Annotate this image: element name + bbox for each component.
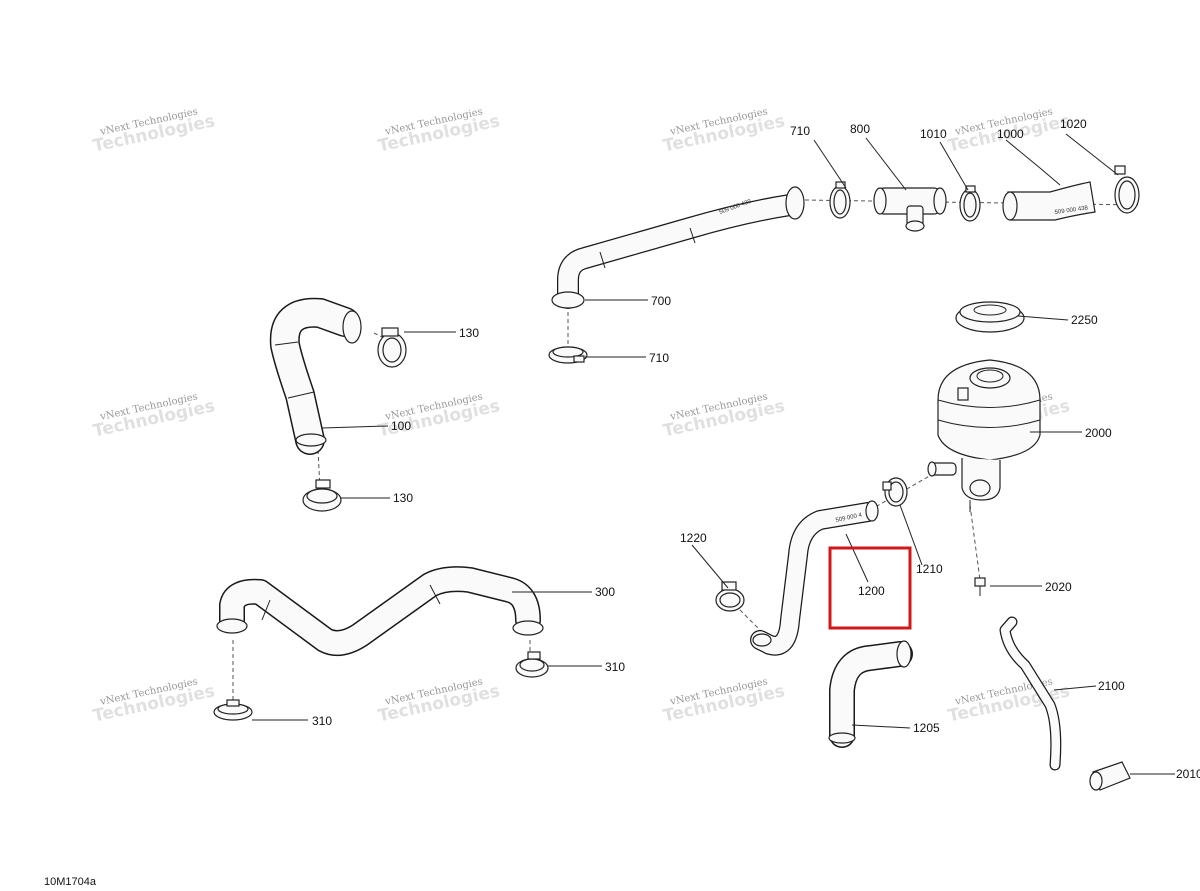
callout-300[interactable]: 300 bbox=[595, 585, 615, 599]
clamp-310-right[interactable] bbox=[515, 651, 549, 678]
clamp-1210[interactable] bbox=[882, 477, 908, 507]
clamp-130-lower[interactable] bbox=[302, 479, 342, 512]
hose-1200[interactable]: 509 000 4 bbox=[750, 500, 879, 656]
callout-710[interactable]: 710 bbox=[790, 124, 810, 138]
hose-300[interactable] bbox=[216, 566, 544, 657]
hose-700[interactable]: 509 000 439 bbox=[551, 186, 805, 309]
callout-310-left[interactable]: 310 bbox=[312, 714, 332, 728]
callout-310-right[interactable]: 310 bbox=[605, 660, 625, 674]
callout-1010[interactable]: 1010 bbox=[920, 127, 947, 141]
callout-100[interactable]: 100 bbox=[391, 419, 411, 433]
callout-1200[interactable]: 1200 bbox=[858, 584, 885, 598]
leader-lines bbox=[252, 133, 1175, 775]
callout-130-lower[interactable]: 130 bbox=[393, 491, 413, 505]
hose-1205[interactable] bbox=[828, 640, 913, 748]
highlight-box bbox=[828, 546, 912, 630]
figure-id: 10M1704a bbox=[44, 876, 96, 888]
clamp-130-upper[interactable] bbox=[377, 327, 407, 368]
callout-700[interactable]: 700 bbox=[651, 294, 671, 308]
clamp-710-top[interactable] bbox=[829, 181, 851, 219]
callout-2100[interactable]: 2100 bbox=[1098, 679, 1125, 693]
clamp-310-left[interactable] bbox=[213, 699, 253, 721]
clamp-1010[interactable] bbox=[959, 185, 981, 222]
expansion-tank-2000[interactable] bbox=[927, 359, 1041, 512]
connector-2010[interactable] bbox=[1089, 761, 1131, 791]
hose-2100[interactable] bbox=[999, 616, 1062, 771]
callout-710-lower[interactable]: 710 bbox=[649, 351, 669, 365]
part-stamp-1000: 509 000 438 bbox=[1054, 205, 1089, 216]
clamp-1220[interactable] bbox=[715, 581, 745, 612]
callout-2000[interactable]: 2000 bbox=[1085, 426, 1112, 440]
callout-2020[interactable]: 2020 bbox=[1045, 580, 1072, 594]
callout-800[interactable]: 800 bbox=[850, 122, 870, 136]
callout-1220[interactable]: 1220 bbox=[680, 531, 707, 545]
callout-130-upper[interactable]: 130 bbox=[459, 326, 479, 340]
hose-100[interactable] bbox=[269, 297, 362, 455]
callout-labels: 710 800 1010 1000 1020 700 710 130 100 1… bbox=[312, 117, 1200, 781]
hose-1000[interactable]: 509 000 438 bbox=[1002, 181, 1096, 221]
callout-1020[interactable]: 1020 bbox=[1060, 117, 1087, 131]
callout-1205[interactable]: 1205 bbox=[913, 721, 940, 735]
t-fitting-800[interactable] bbox=[873, 187, 947, 232]
bolt-2020[interactable] bbox=[974, 577, 986, 596]
pressure-cap-2250[interactable] bbox=[955, 301, 1025, 333]
callout-1000[interactable]: 1000 bbox=[997, 127, 1024, 141]
part-stamp-1200: 509 000 4 bbox=[835, 512, 863, 524]
callout-2010[interactable]: 2010 bbox=[1176, 767, 1200, 781]
callout-1210[interactable]: 1210 bbox=[916, 562, 943, 576]
clamp-710-bottom[interactable] bbox=[548, 346, 588, 364]
callout-2250[interactable]: 2250 bbox=[1071, 313, 1098, 327]
clamp-1020[interactable] bbox=[1114, 165, 1140, 214]
